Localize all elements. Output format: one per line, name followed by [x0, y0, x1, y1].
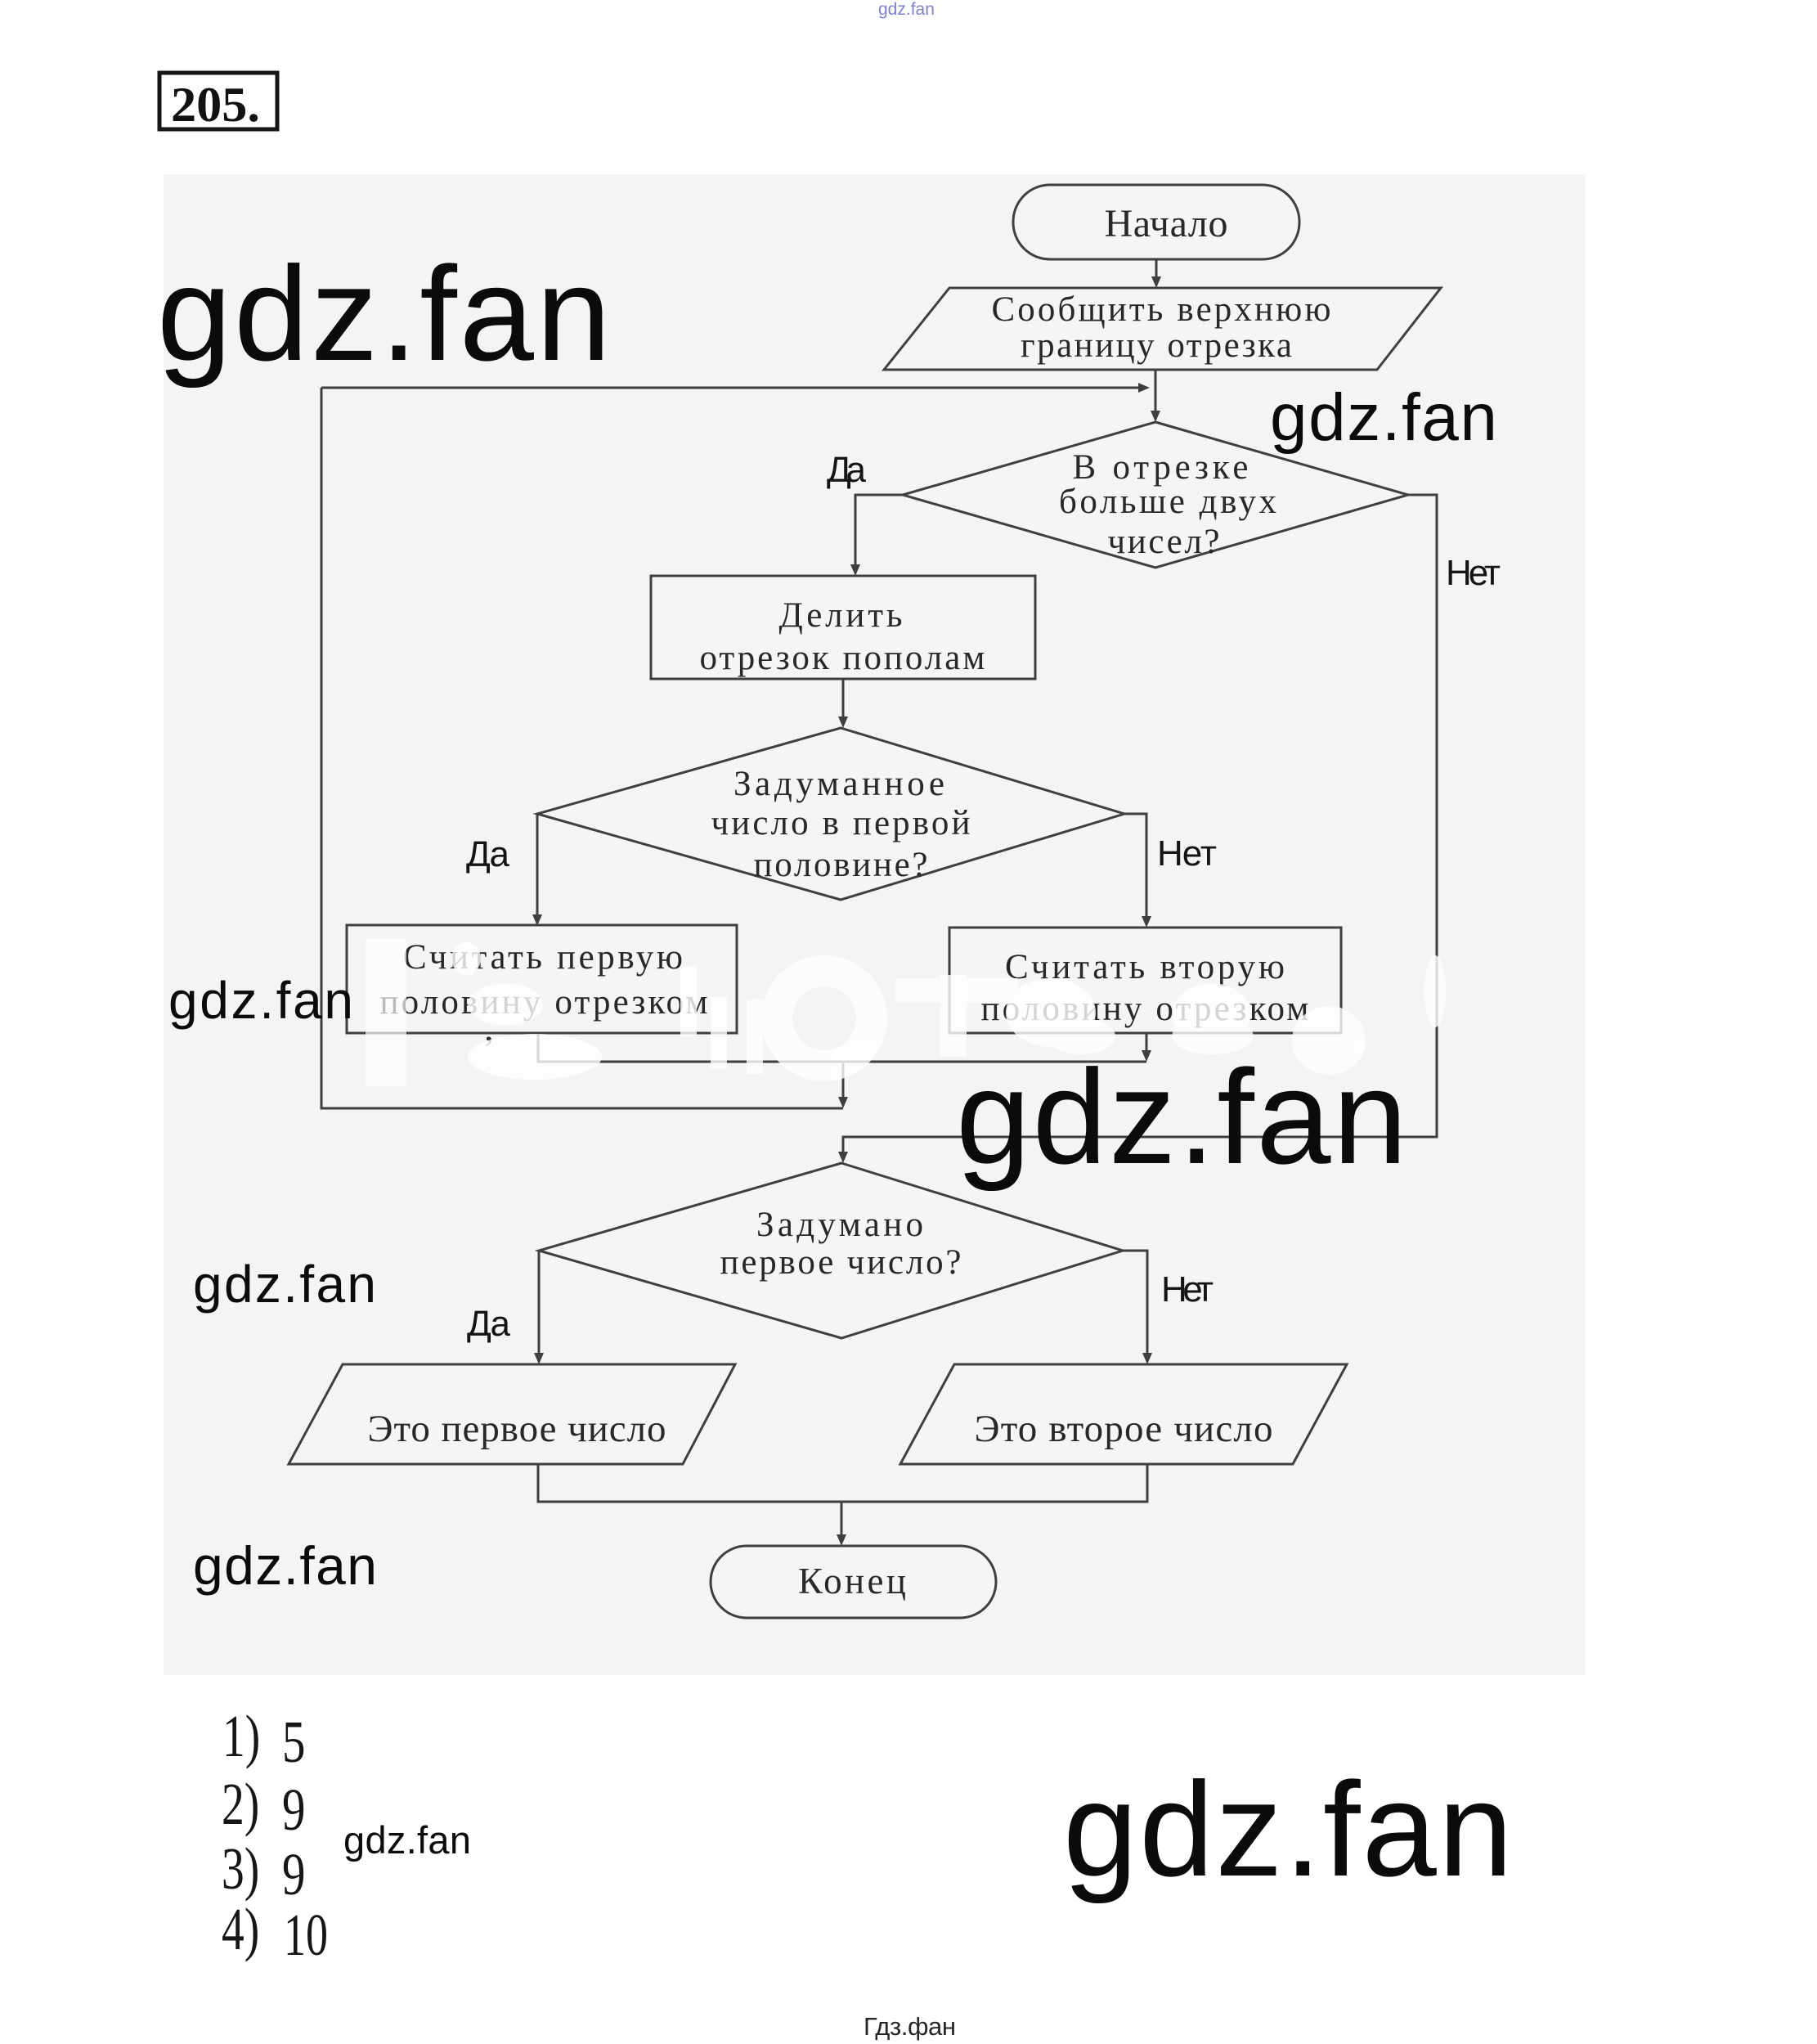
- svg-text:половине?: половине?: [754, 846, 928, 884]
- svg-text:gdz.fan: gdz.fan: [193, 1255, 376, 1314]
- svg-text:9: 9: [282, 1777, 305, 1843]
- svg-text:gdz.fan: gdz.fan: [343, 1818, 471, 1862]
- svg-text:Это второе число: Это второе число: [975, 1408, 1273, 1450]
- svg-text:число в первой: число в первой: [711, 804, 971, 842]
- svg-text:первое число?: первое число?: [720, 1243, 962, 1282]
- svg-text:gdz.fan: gdz.fan: [1063, 1754, 1513, 1904]
- svg-text:gdz.fan: gdz.fan: [1270, 380, 1497, 455]
- svg-text:Нет: Нет: [1157, 833, 1217, 874]
- svg-text:Это первое число: Это первое число: [368, 1408, 666, 1450]
- svg-text:половину отрезком: половину отрезком: [380, 983, 708, 1022]
- svg-text:Да: Да: [466, 834, 510, 874]
- svg-text:Начало: Начало: [1105, 202, 1228, 245]
- svg-text:4): 4): [222, 1897, 259, 1963]
- svg-text:Да: Да: [827, 450, 867, 490]
- svg-text:gdz.fan: gdz.fan: [878, 0, 935, 19]
- svg-text:Конец: Конец: [798, 1561, 906, 1602]
- svg-text:1): 1): [222, 1704, 260, 1770]
- svg-text:Нет: Нет: [1446, 553, 1501, 593]
- svg-text:Сообщить верхнюю: Сообщить верхнюю: [992, 290, 1331, 329]
- svg-text:gdz.fan: gdz.fan: [168, 971, 353, 1030]
- svg-text:отрезок пополам: отрезок пополам: [700, 639, 985, 677]
- svg-text:3): 3): [222, 1836, 259, 1902]
- svg-text:10: 10: [284, 1902, 328, 1968]
- svg-text:Нет: Нет: [1161, 1269, 1214, 1310]
- svg-text:Гдз.фан: Гдз.фан: [864, 2012, 956, 2041]
- svg-text:9: 9: [282, 1842, 305, 1907]
- svg-text:границу отрезка: границу отрезка: [1021, 326, 1292, 365]
- svg-text:Задумано: Задумано: [756, 1206, 923, 1244]
- svg-text:Делить: Делить: [779, 596, 903, 635]
- svg-text:gdz.fan: gdz.fan: [193, 1535, 377, 1596]
- svg-text:gdz.fan: gdz.fan: [956, 1042, 1407, 1192]
- svg-text:Да: Да: [467, 1304, 511, 1344]
- svg-text:gdz.fan: gdz.fan: [157, 239, 611, 389]
- svg-text:,: ,: [484, 1007, 494, 1049]
- svg-text:5: 5: [282, 1709, 305, 1775]
- svg-text:2): 2): [222, 1772, 259, 1838]
- svg-text:В отрезке: В отрезке: [1073, 448, 1249, 487]
- svg-text:205.: 205.: [171, 78, 260, 132]
